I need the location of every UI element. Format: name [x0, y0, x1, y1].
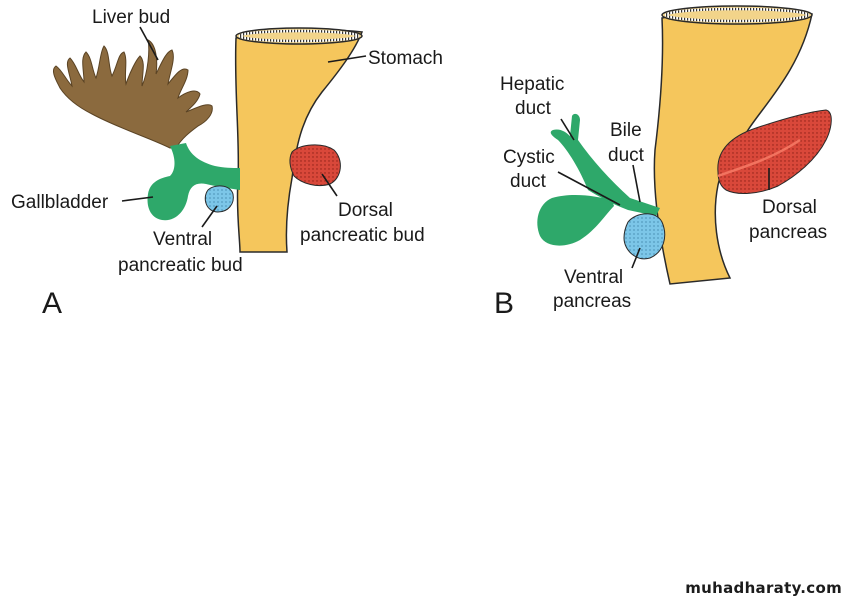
label-ventral-pancreas-line1: Ventral — [564, 267, 623, 288]
leader-ventral-pancreas — [631, 247, 641, 269]
leader-hepatic-duct — [560, 118, 575, 141]
label-hepatic-line2: duct — [515, 98, 552, 119]
panel-letter-b: B — [494, 287, 514, 320]
label-ventral-line2: pancreatic bud — [118, 255, 243, 276]
hepatic-duct — [550, 113, 660, 216]
label-cystic-line1: Cystic — [503, 147, 555, 168]
label-ventral-pancreas-line2: pancreas — [553, 291, 631, 312]
dorsal-pancreatic-bud — [289, 144, 341, 187]
label-dorsal-pancreas-line2: pancreas — [749, 222, 827, 243]
ventral-pancreatic-bud — [204, 185, 234, 213]
gallbladder-b — [537, 194, 614, 246]
leader-ventral-bud — [201, 205, 218, 228]
label-hepatic-line1: Hepatic — [500, 74, 564, 95]
panel-a: Liver bud Stomach Gallbladder Ventral pa… — [11, 7, 443, 320]
label-liver-bud: Liver bud — [92, 7, 170, 28]
gallbladder-a — [147, 143, 240, 221]
label-ventral-line1: Ventral — [153, 229, 212, 250]
leader-stomach — [327, 55, 367, 63]
leader-cystic-duct — [557, 171, 621, 206]
leader-dorsal-bud — [321, 173, 338, 197]
label-bile-line2: duct — [608, 145, 645, 166]
leader-liver-bud — [139, 26, 159, 61]
dorsal-pancreas — [717, 109, 832, 194]
label-dorsal-line1: Dorsal — [338, 200, 393, 221]
embryology-diagram: Liver bud Stomach Gallbladder Ventral pa… — [11, 5, 832, 320]
label-gallbladder: Gallbladder — [11, 192, 109, 213]
label-cystic-line2: duct — [510, 171, 547, 192]
label-stomach: Stomach — [368, 48, 443, 69]
watermark: muhadharaty.com — [685, 579, 842, 597]
liver-bud — [53, 39, 213, 149]
panel-b: Hepatic duct Cystic duct Bile duct Dorsa… — [494, 5, 832, 320]
panel-letter-a: A — [42, 287, 62, 320]
leader-gallbladder — [121, 196, 154, 202]
label-dorsal-pancreas-line1: Dorsal — [762, 197, 817, 218]
leader-bile-duct — [632, 164, 641, 203]
label-bile-line1: Bile — [610, 120, 642, 141]
label-dorsal-line2: pancreatic bud — [300, 225, 425, 246]
ventral-pancreas — [623, 213, 666, 260]
